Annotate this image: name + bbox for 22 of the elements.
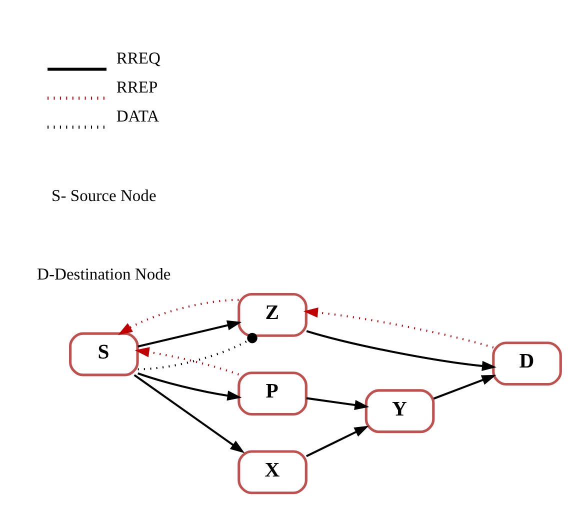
arrow xyxy=(118,298,239,335)
label: D-Destination Node xyxy=(37,264,171,284)
node-box: Y xyxy=(364,388,435,433)
arrow xyxy=(134,346,239,375)
node-box: D xyxy=(492,341,562,386)
arrow xyxy=(138,372,242,400)
arrow xyxy=(134,374,245,453)
legend-label: DATA xyxy=(116,106,160,125)
arrow xyxy=(303,306,494,348)
node-box: S xyxy=(69,332,139,376)
legend-label: RREQ xyxy=(116,48,160,67)
node-box: X xyxy=(238,450,308,494)
node-box: Z xyxy=(238,292,308,336)
arrow xyxy=(306,330,496,371)
node-box: P xyxy=(238,371,308,416)
arrow xyxy=(138,320,242,347)
arrow xyxy=(306,396,370,410)
arrow xyxy=(306,425,369,457)
arrow xyxy=(433,374,496,400)
label: S- Source Node xyxy=(52,185,156,204)
legend-label: RREP xyxy=(116,76,158,96)
connector xyxy=(138,332,258,370)
